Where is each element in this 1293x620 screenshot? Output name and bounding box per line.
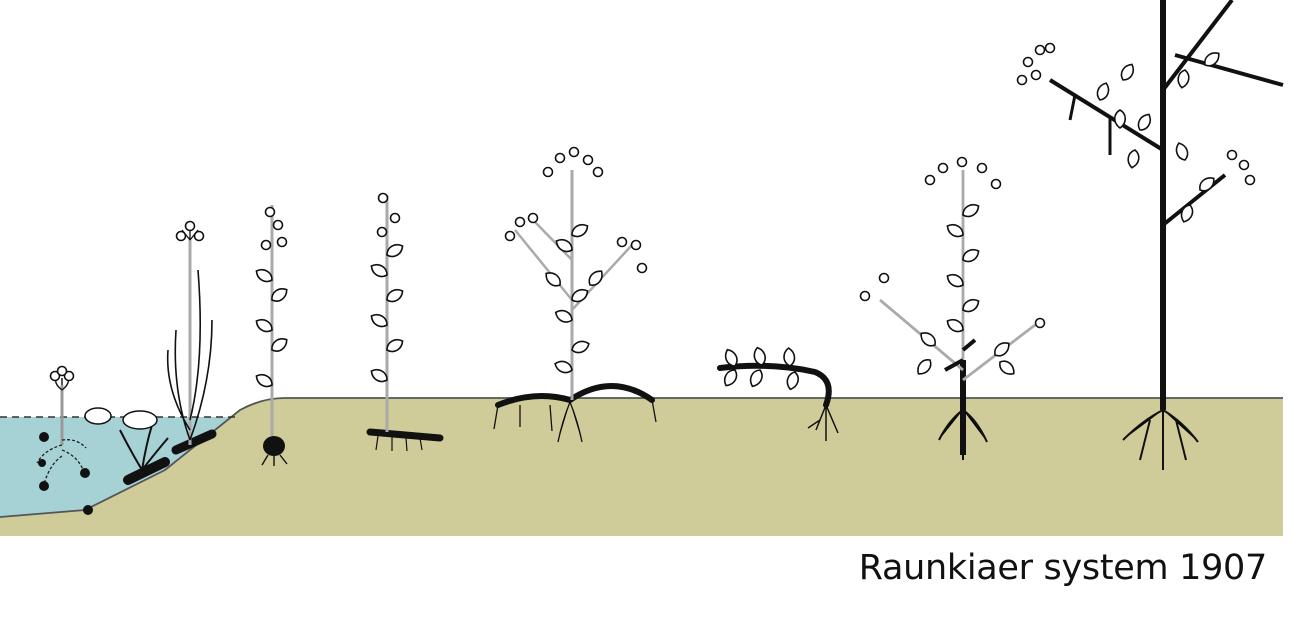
plant-nanophanerophyte [859,156,1046,460]
plant-chamaephyte [717,345,839,441]
plant-hemicryptophyte [493,146,657,443]
plant-hydrophyte [36,365,112,515]
shoreline [0,397,1283,518]
plant-geophyte-rhizome [366,192,444,452]
plant-phanerophyte-tree [1016,0,1284,470]
caption: Raunkiaer system 1907 [858,548,1268,588]
plant-geophyte-bulb [252,205,291,466]
plant-helophyte [119,220,217,485]
ground [0,397,1283,536]
